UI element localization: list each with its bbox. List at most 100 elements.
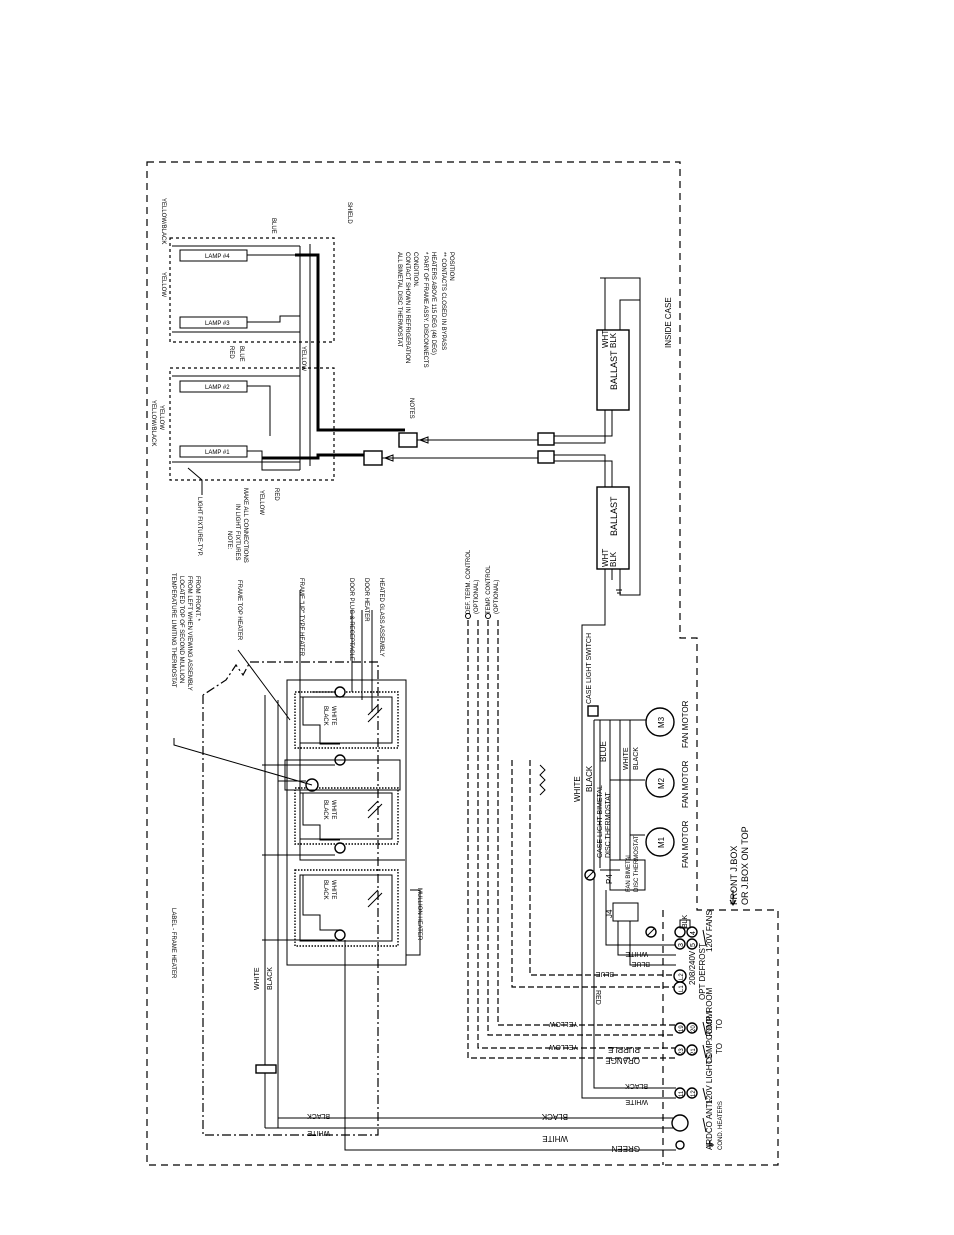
terminal-l1: L1 bbox=[679, 985, 685, 992]
temp-control-symbol bbox=[485, 613, 491, 619]
ballast-wiring bbox=[363, 277, 641, 705]
fixture-note-title: NOTE: bbox=[226, 531, 232, 550]
yellow-label-top: YELLOW bbox=[160, 272, 166, 297]
to-1: TO bbox=[715, 1019, 724, 1030]
def-term-control: DEF. TERM. CONTROL bbox=[466, 549, 472, 614]
door-heater-group bbox=[173, 590, 676, 1151]
lamp-3: LAMP #3 bbox=[205, 321, 230, 327]
terminal-4: 4 bbox=[690, 931, 697, 935]
orange-label: ORANGE bbox=[605, 1056, 640, 1065]
m3-label: M3 bbox=[657, 716, 666, 728]
light-fixture-typ: LIGHT FIXTURE-TYP. bbox=[196, 497, 202, 557]
white-frame-bottom: WHITE bbox=[307, 1129, 330, 1136]
light-fixture-group bbox=[169, 237, 405, 481]
temp-limit-line2: LOCATED TOP OF SECOND MULLION bbox=[178, 576, 184, 683]
jbox-on-top-label: OR J.BOX ON TOP bbox=[740, 826, 750, 905]
terminal-l2: L2 bbox=[679, 973, 685, 980]
yellow-black-label-top: YELLOW/BLACK bbox=[160, 198, 166, 244]
mullion-heater-label: MULLION HEATER bbox=[416, 888, 422, 941]
heated-glass-label: HEATED GLASS ASSEMBLY bbox=[378, 578, 384, 657]
yellow-black-label-mid: YELLOW/BLACK bbox=[150, 400, 156, 446]
terminal-block bbox=[671, 919, 714, 1150]
inside-case-label: INSIDE CASE bbox=[664, 297, 673, 348]
temp-limit-line3: FROM LEFT WHEN VIEWING ASSEMBLY bbox=[186, 576, 192, 691]
fan-motor-label-1: FAN MOTOR bbox=[681, 820, 690, 868]
yellow-label-1: YELLOW bbox=[548, 1020, 578, 1027]
yellow-label-right: YELLOW bbox=[300, 346, 306, 371]
fans-label: 120V FANS bbox=[705, 910, 714, 952]
case-light-therm-1: CASE LIGHT BIMETAL bbox=[597, 785, 604, 858]
black-label-fan: BLACK bbox=[633, 747, 640, 770]
door-2-black: BLACK bbox=[322, 800, 328, 820]
white-lights-label: WHITE bbox=[625, 1098, 648, 1105]
blue-label-horizontal: BLUE bbox=[631, 960, 650, 967]
ballast-bottom: BALLAST bbox=[609, 496, 619, 536]
fan-motor-m2 bbox=[645, 768, 675, 798]
fan-motor-label-2: FAN MOTOR bbox=[681, 760, 690, 808]
front-jbox-label: FRONT J.BOX bbox=[729, 846, 739, 905]
notes-line6: ** CONTACTS CLOSED IN BYPASS bbox=[440, 252, 446, 350]
lamp-1: LAMP #1 bbox=[205, 450, 230, 456]
notes-line5: HEATERS ABOVE 115 DEG (46 DEG) bbox=[430, 252, 436, 355]
yellow-label-bottom: YELLOW bbox=[258, 490, 264, 515]
notes-line3: CONDITION. bbox=[412, 252, 418, 288]
purple-label: PURPLE bbox=[608, 1045, 640, 1054]
blue-label-defrost: BLUE bbox=[595, 970, 614, 977]
lights-label: 120V LIGHTS bbox=[705, 1054, 714, 1104]
temp-limit-line4: FROM FRONT. * bbox=[194, 576, 200, 622]
temp-control-optional: (OPTIONAL) bbox=[494, 580, 500, 614]
terminal-12: 12 bbox=[691, 1090, 697, 1097]
jbox-arrow bbox=[729, 890, 737, 906]
notes-line1: ALL BIMETAL DISC THERMOSTAT bbox=[396, 252, 402, 347]
fixture-note-line2: MAKE ALL CONNECTIONS bbox=[242, 488, 248, 563]
fixture-leader bbox=[187, 467, 203, 495]
ballast-bottom-blk: BLK bbox=[609, 551, 618, 567]
white-heater-label: WHITE bbox=[542, 1134, 568, 1143]
black-lights-label: BLACK bbox=[625, 1082, 648, 1089]
terminal-21: 21 bbox=[691, 1048, 697, 1055]
green-label: GREEN bbox=[611, 1144, 640, 1153]
ballast-top: BALLAST bbox=[609, 350, 619, 390]
blue-label-mid: BLUE bbox=[238, 346, 244, 362]
control-wiring bbox=[467, 620, 676, 1099]
terminal-3: 3 bbox=[678, 943, 685, 947]
notes-line2: CONTACT SHOWN IN REFRIGERATION bbox=[404, 252, 410, 363]
door-3-white: WHITE bbox=[330, 880, 336, 899]
boundary-lines bbox=[146, 161, 779, 1166]
j4-label: J4 bbox=[605, 909, 614, 918]
terminal-5: 5 bbox=[690, 943, 697, 947]
defrost-label-1: OPT DEFROST bbox=[698, 943, 707, 1000]
terminal-23: 23 bbox=[679, 1048, 685, 1055]
terminal-blk: BLK bbox=[682, 914, 689, 928]
fixture-note-line1: IN LIGHT FIXTURES bbox=[234, 504, 240, 561]
black-vertical-label: BLACK bbox=[585, 765, 594, 792]
frame-white-label: WHITE bbox=[254, 967, 261, 990]
to-2: TO bbox=[715, 1043, 724, 1054]
door-1-black: BLACK bbox=[322, 706, 328, 726]
black-heater-label: BLACK bbox=[541, 1112, 568, 1121]
black-frame-bottom: BLACK bbox=[307, 1112, 330, 1119]
lamp-2: LAMP #2 bbox=[205, 385, 230, 391]
m1-label: M1 bbox=[657, 836, 666, 848]
fan-motor-m1 bbox=[645, 827, 675, 857]
fan-motor-m3 bbox=[645, 707, 675, 737]
fan-motor-label-3: FAN MOTOR bbox=[681, 700, 690, 748]
terminal-11: 11 bbox=[679, 1090, 685, 1097]
red-label-bottom: RED bbox=[273, 488, 279, 501]
ballast-top-wht: WHT bbox=[601, 330, 610, 348]
comp-room-2: COMP. ROOM bbox=[705, 1011, 714, 1064]
notes-title: NOTES bbox=[408, 398, 414, 419]
notes-line7: POSITION bbox=[448, 252, 454, 281]
def-term-symbol bbox=[465, 613, 471, 619]
temp-control-label: TEMP. CONTROL bbox=[486, 565, 492, 614]
lamp-4: LAMP #4 bbox=[205, 254, 230, 260]
yellow-label-mid: YELLOW bbox=[158, 405, 164, 430]
frame-black-label: BLACK bbox=[267, 967, 274, 990]
white-label-fan: WHITE bbox=[623, 747, 630, 770]
case-light-switch-label: CASE LIGHT SWITCH bbox=[586, 633, 593, 704]
red-label-vertical: RED bbox=[594, 990, 601, 1005]
notes-line4: * PART OF FRAME ASSY. DISCONNECTS bbox=[422, 252, 428, 368]
blue-label-top: BLUE bbox=[270, 218, 276, 234]
fan-therm-2: DISC THERMOSTAT bbox=[634, 835, 640, 892]
